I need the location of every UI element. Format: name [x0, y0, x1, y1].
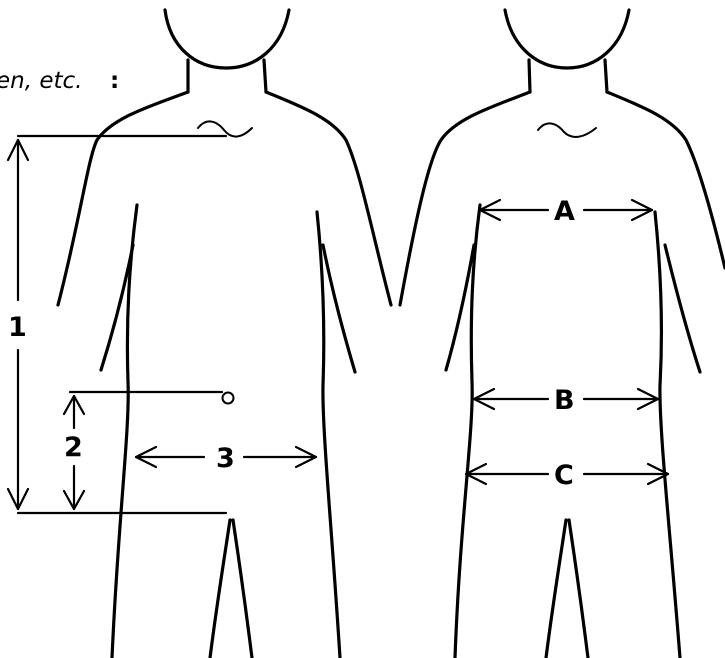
left-navel [223, 393, 234, 404]
measure-b-label: B [554, 385, 575, 416]
measure-a-label: A [554, 196, 575, 227]
right-head-outline [505, 10, 629, 68]
right-neck-left [529, 60, 530, 92]
left-torso-right-side [317, 212, 340, 658]
intro-text: en, etc. [0, 68, 82, 94]
measure-1-label: 1 [8, 312, 27, 343]
right-figure: A B C [400, 10, 725, 658]
right-shoulder-arm-right [607, 92, 725, 268]
right-inner-leg-left [546, 520, 566, 658]
right-inner-arm-right [665, 245, 700, 372]
right-inner-leg-right [569, 520, 588, 658]
right-neck-right [605, 60, 607, 92]
measure-c-label: C [554, 460, 574, 491]
left-neck-right [264, 60, 266, 92]
intro-colon: : [110, 68, 119, 94]
right-shoulder-arm-left [400, 92, 530, 305]
measure-2-label: 2 [64, 432, 83, 463]
left-shoulder-arm-left [58, 92, 188, 305]
left-inner-leg-left [210, 520, 230, 658]
right-torso-right-side [655, 212, 680, 658]
right-clavicle-mark [538, 123, 596, 137]
left-head-outline [165, 10, 289, 68]
left-inner-leg-right [233, 520, 252, 658]
measure-3-label: 3 [216, 443, 235, 474]
left-torso-left-side [112, 205, 137, 658]
left-clavicle-mark [198, 121, 252, 136]
left-figure: 1 2 3 [8, 10, 391, 658]
left-inner-arm-right [323, 245, 355, 372]
